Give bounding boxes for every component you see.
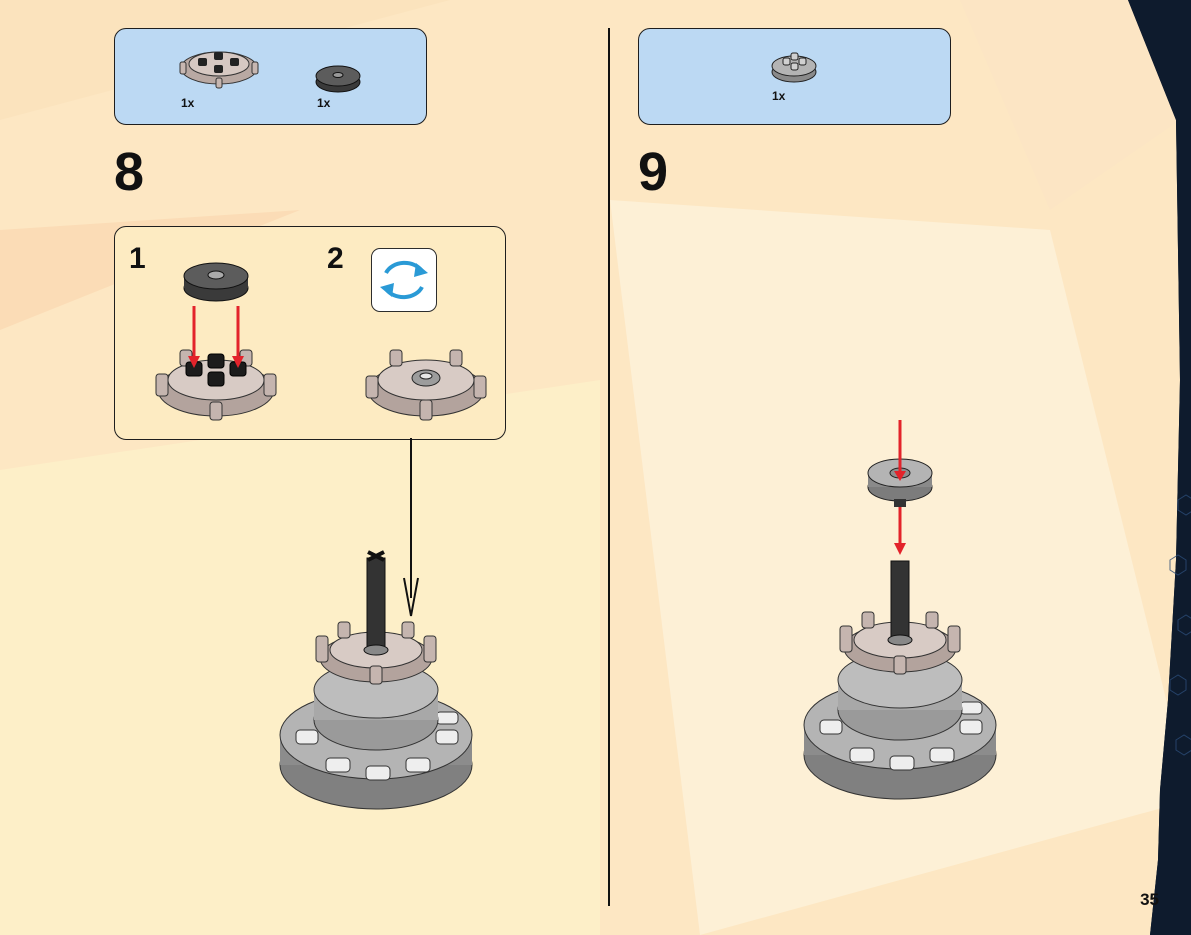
part-quantity: 1x [181, 96, 195, 110]
round-plate-icon [771, 52, 817, 83]
step-8-parts-list [114, 28, 427, 125]
step-number: 9 [638, 142, 669, 202]
substep-number: 1 [129, 242, 146, 275]
rotate-model-callout [371, 248, 437, 312]
substep-number: 2 [327, 242, 344, 275]
part-quantity: 1x [772, 89, 786, 103]
rotate-icon [380, 260, 428, 300]
step-9-model-illustration [803, 420, 997, 800]
substep-2-illustration [365, 349, 487, 421]
substep-1-illustration [155, 262, 277, 421]
gear-hub-plate-icon [179, 51, 259, 89]
part-quantity: 1x [317, 96, 331, 110]
step-number: 8 [114, 142, 145, 202]
substep-connector-arrow [403, 438, 419, 617]
step-8-model-illustration [279, 550, 473, 810]
page-number: 35 [1140, 890, 1159, 909]
page-divider [608, 28, 610, 906]
round-tile-icon [315, 65, 361, 93]
